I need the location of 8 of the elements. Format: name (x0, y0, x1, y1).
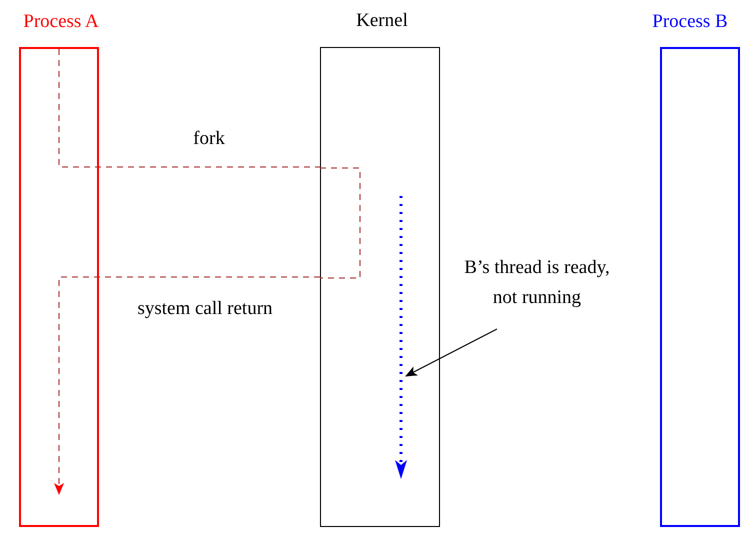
lane-heading: Process B (652, 11, 728, 33)
lane-heading: Process A (23, 11, 99, 33)
edge-label: fork (193, 128, 225, 150)
dashed-arrow (54, 276, 320, 495)
lane-heading: Kernel (356, 10, 408, 32)
edge-label: system call return (137, 298, 273, 320)
dashed-arrow (405, 328, 498, 376)
annotation-text: B’s thread is ready, not running (462, 253, 612, 313)
